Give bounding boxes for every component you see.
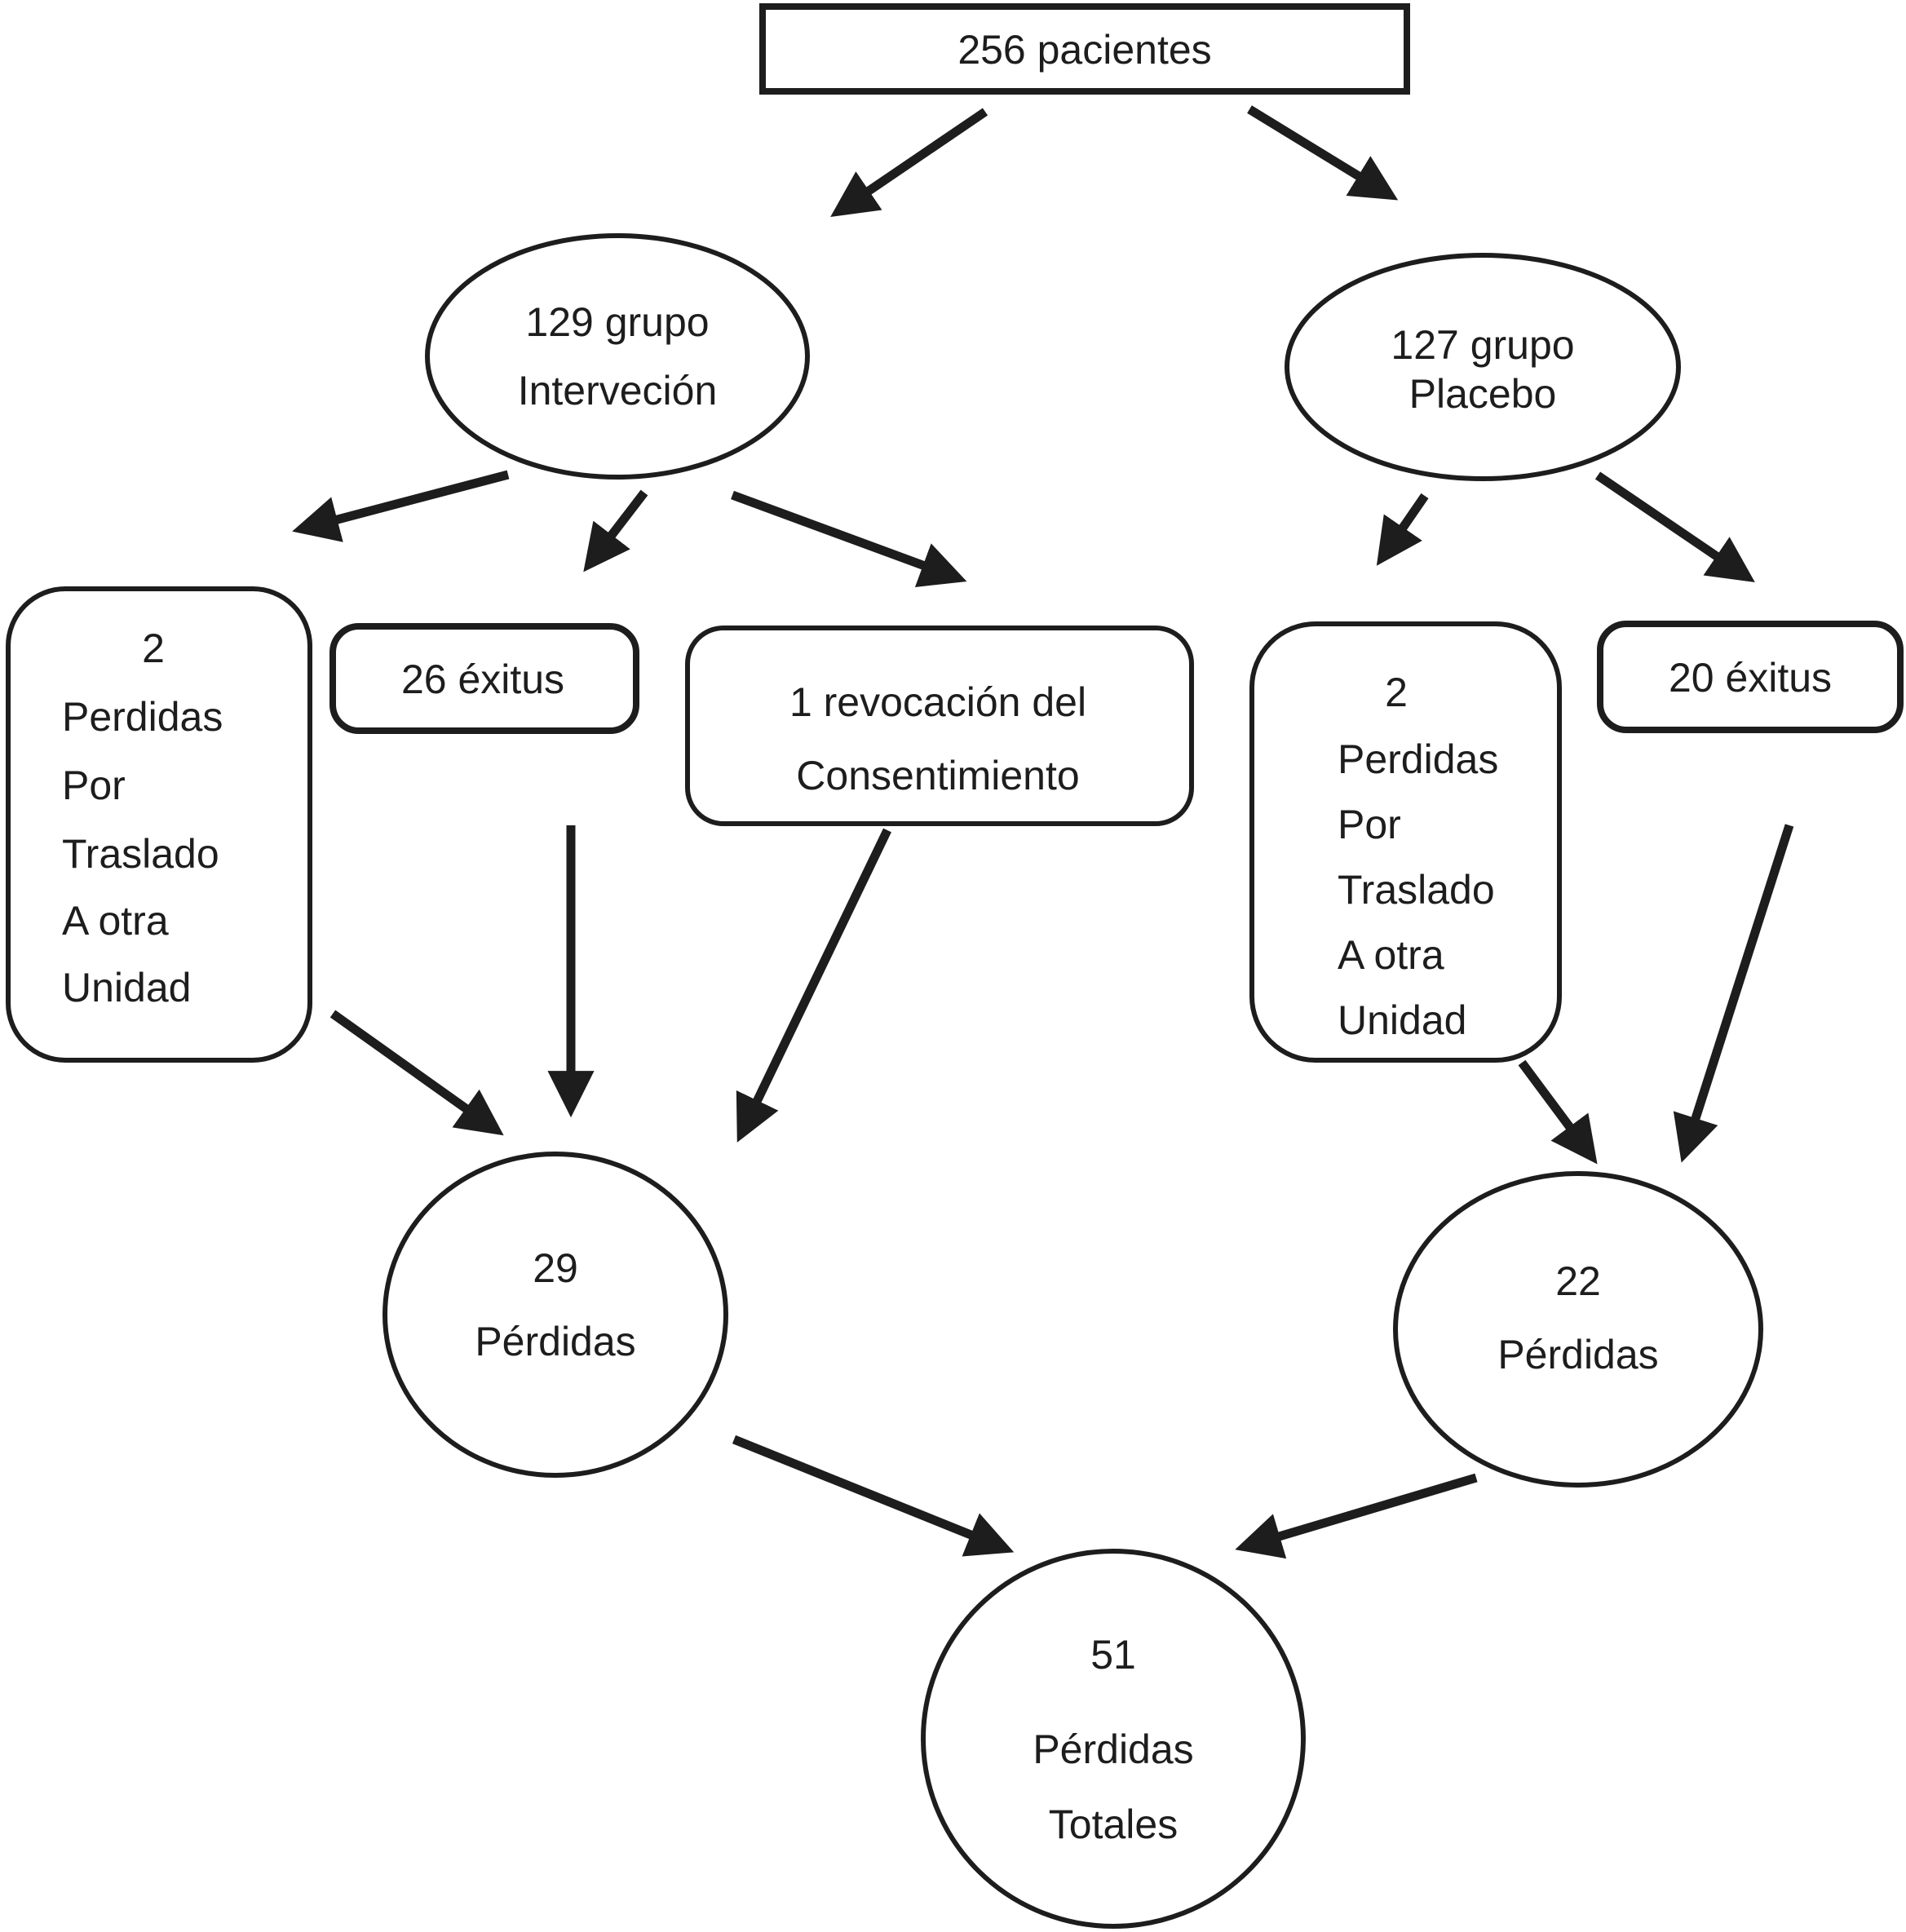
node-exitus-placebo: 20 éxitus <box>1597 621 1904 733</box>
node-perdidas-traslado-placebo-box <box>1249 621 1562 1063</box>
edge-placebo-to-exitus <box>1594 471 1755 583</box>
node-exitus-placebo-label: 20 éxitus <box>1669 655 1832 701</box>
node-perdidas-totales-line2: Pérdidas <box>1033 1726 1193 1772</box>
node-grupo-placebo-line2: Placebo <box>1409 371 1557 417</box>
edge-29-to-51 <box>732 1435 1015 1557</box>
node-exitus-intervencion-box <box>329 623 639 734</box>
node-perdidas-traslado-placebo-line4: Traslado <box>1338 867 1495 913</box>
node-perdidas-placebo-circle <box>1393 1171 1763 1488</box>
edge-total-to-placebo <box>1247 105 1399 201</box>
node-perdidas-traslado-intervencion-box <box>6 586 312 1063</box>
node-perdidas-traslado-intervencion-line5: A otra <box>62 898 169 944</box>
edge-placebo-to-perdidas-traslado <box>1376 493 1429 566</box>
node-perdidas-traslado-placebo-line3: Por <box>1338 802 1401 847</box>
node-perdidas-traslado-intervencion-line3: Por <box>62 763 126 808</box>
node-perdidas-traslado-intervencion-line2: Perdidas <box>62 694 223 740</box>
node-perdidas-traslado-intervencion: 2 Perdidas Por Traslado A otra Unidad <box>6 586 312 1063</box>
node-perdidas-placebo-line2: Pérdidas <box>1497 1332 1658 1377</box>
node-perdidas-traslado-intervencion-line6: Unidad <box>62 965 191 1010</box>
node-grupo-placebo-line1: 127 grupo <box>1391 322 1574 368</box>
node-perdidas-traslado-placebo-line1: 2 <box>1385 670 1408 715</box>
node-perdidas-placebo: 22 Pérdidas <box>1393 1171 1763 1488</box>
node-total-pacientes: 256 pacientes <box>759 3 1410 95</box>
node-perdidas-placebo-line1: 22 <box>1555 1258 1601 1304</box>
edge-perdidas-traslado-to-22 <box>1518 1059 1598 1165</box>
edge-intervencion-to-exitus <box>583 489 648 573</box>
node-total-pacientes-box <box>759 3 1410 95</box>
edge-perdidas-traslado-to-29 <box>329 1010 504 1136</box>
node-perdidas-traslado-placebo: 2 Perdidas Por Traslado A otra Unidad <box>1249 621 1562 1063</box>
node-exitus-placebo-box <box>1597 621 1904 733</box>
node-grupo-placebo: 127 grupo Placebo <box>1285 253 1681 481</box>
node-grupo-intervencion-ellipse <box>425 233 810 480</box>
node-perdidas-traslado-placebo-line6: Unidad <box>1338 997 1466 1043</box>
nodes: 256 pacientes 129 grupo Interveción 127 … <box>6 3 1904 1929</box>
edge-intervencion-to-perdidas-traslado <box>292 470 510 542</box>
node-exitus-intervencion-label: 26 éxitus <box>401 657 564 702</box>
node-perdidas-totales-circle <box>921 1549 1306 1929</box>
node-total-pacientes-label: 256 pacientes <box>957 27 1211 73</box>
node-perdidas-intervencion: 29 Pérdidas <box>383 1152 728 1478</box>
node-revocacion-consentimiento-box <box>685 626 1194 826</box>
edge-total-to-intervencion <box>830 108 988 218</box>
node-perdidas-totales: 51 Pérdidas Totales <box>921 1549 1306 1929</box>
node-perdidas-traslado-intervencion-line4: Traslado <box>62 831 219 877</box>
node-revocacion-consentimiento: 1 revocación del Consentimiento <box>685 626 1194 826</box>
node-grupo-placebo-ellipse <box>1285 253 1681 481</box>
edge-intervencion-to-revocacion <box>731 490 967 587</box>
edge-revocacion-to-29 <box>736 828 891 1143</box>
node-perdidas-traslado-intervencion-line1: 2 <box>142 626 165 671</box>
edge-22-to-51 <box>1235 1473 1478 1559</box>
node-perdidas-totales-line3: Totales <box>1049 1802 1178 1847</box>
node-grupo-intervencion: 129 grupo Interveción <box>425 233 810 480</box>
node-revocacion-consentimiento-line2: Consentimiento <box>796 753 1079 798</box>
node-perdidas-traslado-placebo-line2: Perdidas <box>1338 736 1498 782</box>
node-perdidas-intervencion-line1: 29 <box>533 1245 578 1291</box>
node-grupo-intervencion-line2: Interveción <box>518 368 718 413</box>
node-grupo-intervencion-line1: 129 grupo <box>525 299 709 345</box>
edges <box>292 105 1794 1559</box>
node-revocacion-consentimiento-line1: 1 revocación del <box>789 679 1086 725</box>
edge-exitus20-to-22 <box>1673 824 1794 1163</box>
node-exitus-intervencion: 26 éxitus <box>329 623 639 734</box>
node-perdidas-traslado-placebo-line5: A otra <box>1338 932 1444 978</box>
node-perdidas-totales-line1: 51 <box>1090 1632 1136 1678</box>
node-perdidas-intervencion-line2: Pérdidas <box>475 1319 635 1364</box>
node-perdidas-intervencion-circle <box>383 1152 728 1478</box>
